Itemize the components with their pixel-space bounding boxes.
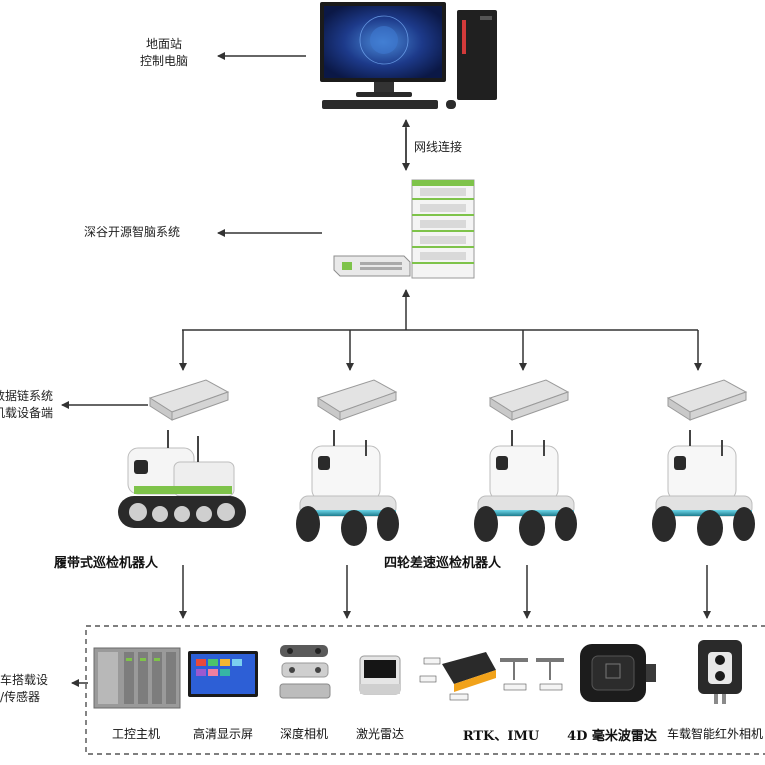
datalink-module-2 [316,379,398,421]
rtk-imu-device [419,652,564,701]
device-label-display: 高清显示屏 [192,727,253,741]
industrial-pc-device [93,647,181,709]
hd-display-device [188,651,258,697]
mmwave-radar-device [580,644,656,702]
ground-station-line1: 地面站 [145,37,182,51]
datalink-module-3 [488,379,570,421]
datalink-modules [148,379,748,421]
datalink-line2: 机载设备端 [0,406,53,420]
ground-station-label: 地面站 控制电脑 [134,36,194,70]
server-cabinet [411,179,475,279]
onboard-line1: 车搭载设 [0,673,49,687]
device-label-depth-camera: 深度相机 [279,727,328,741]
industrial-server-box [333,255,411,277]
wheeled-robot-1 [296,430,399,546]
wheeled-robot-label: 四轮差速巡检机器人 [384,556,502,571]
brain-system-label: 深谷开源智脑系统 [84,225,181,239]
device-label-lidar: 激光雷达 [355,727,404,741]
datalink-module-1 [148,379,230,421]
connection-lines [61,52,711,687]
tracked-robot [118,430,246,528]
device-label-ipc: 工控主机 [111,727,160,741]
infrared-camera-device [698,640,742,704]
datalink-line1: 数据链系统 [0,389,53,403]
datalink-module-4 [666,379,748,421]
onboard-label: 车搭载设 /传感器 [0,672,70,706]
wheeled-robot-3 [652,430,755,546]
tracked-robot-label: 履带式巡检机器人 [54,556,159,571]
device-label-rtk-imu: RTK、IMU [462,729,540,744]
datalink-label: 数据链系统 机载设备端 [0,388,58,422]
onboard-line2: /传感器 [0,690,41,704]
device-label-mmwave: 4D 毫米波雷达 [567,729,657,744]
depth-camera-device [279,645,331,699]
wheeled-robot-2 [474,430,577,546]
ground-station-computer [320,2,497,109]
ground-station-line2: 控制电脑 [139,54,188,68]
lidar-device [359,655,401,695]
device-label-infrared: 车载智能红外相机 [666,727,763,741]
network-label: 网线连接 [414,140,463,154]
